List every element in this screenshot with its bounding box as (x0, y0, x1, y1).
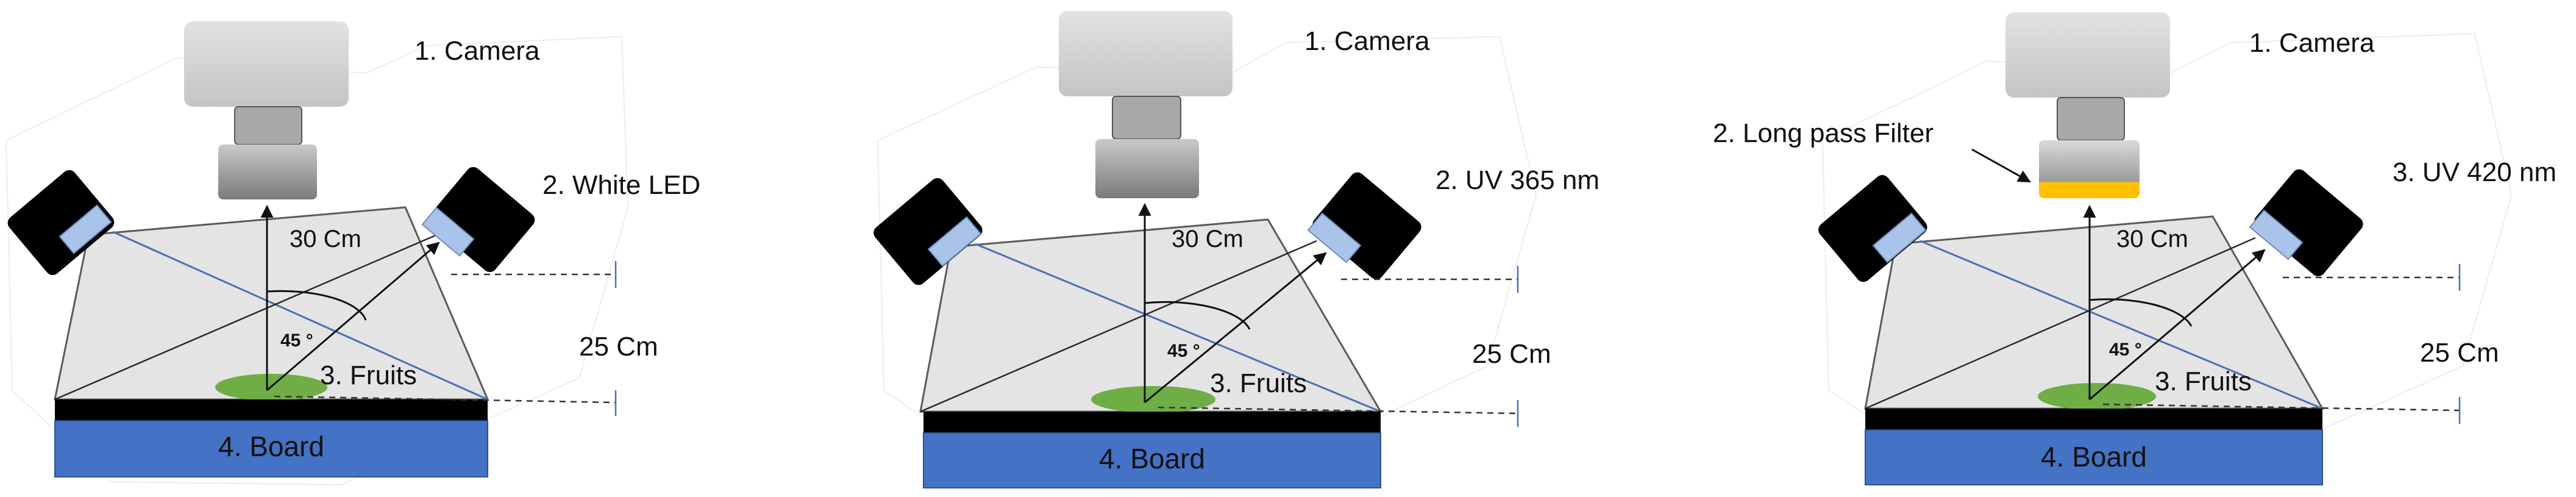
light-label: 2. UV 365 nm (1436, 165, 1599, 195)
distance-label: 30 Cm (2116, 226, 2188, 252)
distance-label: 30 Cm (1172, 226, 1244, 252)
camera-body (1059, 11, 1233, 96)
board (1865, 429, 2323, 485)
angle-arc (2089, 298, 2193, 327)
light-face (1307, 212, 1362, 263)
light-axis-arrow (266, 241, 440, 392)
board-label: 4. Board (1099, 443, 1205, 474)
light-left (7, 170, 115, 276)
camera-label: 1. Camera (415, 36, 540, 66)
light-head (7, 170, 115, 276)
long-pass-filter (2039, 140, 2140, 198)
distance-label: 30 Cm (290, 226, 361, 252)
board-top (1865, 409, 2322, 430)
angle-arc (266, 290, 367, 321)
dimension-line-bottom (1158, 406, 1518, 415)
light-label: 3. UV 420 nm (2393, 157, 2556, 187)
filter-label: 2. Long pass Filter (1713, 118, 1934, 148)
camera-lens (1095, 139, 1199, 198)
dimension-line-bottom (274, 395, 616, 404)
camera-label: 1. Camera (1304, 26, 1430, 56)
board-top (55, 399, 488, 421)
light-head (873, 178, 983, 285)
light-right (421, 166, 535, 273)
angle-arc (1144, 301, 1251, 330)
camera-mount (2057, 97, 2125, 141)
light-right (2249, 169, 2363, 276)
dimension-line-bottom (2102, 403, 2460, 412)
light-face (59, 204, 112, 254)
angle-label: 45 ° (2109, 340, 2142, 360)
light-right (1307, 172, 1421, 279)
light-face (421, 207, 475, 257)
camera-lens (218, 145, 317, 199)
light-axis-arrow (2089, 249, 2266, 401)
light-beam-right (1865, 237, 2256, 410)
light-face (1872, 212, 1927, 263)
board (923, 432, 1381, 488)
camera-mount (1112, 96, 1181, 140)
light-face (927, 216, 982, 267)
light-left (1818, 175, 1927, 282)
light-head (1312, 172, 1421, 279)
light-head (1818, 175, 1927, 282)
board (54, 420, 488, 477)
camera-mount (234, 106, 302, 145)
light-beam-left (1920, 240, 2323, 410)
light-label: 2. White LED (543, 170, 700, 200)
board-label: 4. Board (218, 431, 324, 462)
fruit-label: 3. Fruits (2155, 366, 2252, 396)
width-label: 25 Cm (579, 332, 658, 362)
light-left (873, 178, 983, 285)
light-face (2249, 209, 2304, 260)
light-beam-right (54, 227, 452, 401)
light-axis-arrow (1144, 252, 1327, 404)
light-beam-left (975, 243, 1381, 413)
width-label: 25 Cm (1472, 339, 1551, 369)
panel-uv-420: 4. Board 45 ° 1. Camera 2. Long pass Fil… (1713, 12, 2556, 485)
camera-body (184, 21, 349, 107)
fruit (2038, 383, 2156, 410)
camera-label: 1. Camera (2249, 28, 2375, 58)
board-top (923, 412, 1381, 433)
filter-pointer-arrow (1971, 148, 2031, 183)
fruit (1091, 386, 1215, 413)
panel-uv-365: 4. Board 45 ° 1. Camera 2. UV 365 nm 30 … (873, 11, 1599, 488)
light-beam-left (112, 231, 488, 401)
panel-white-led: 4. Board 45 ° 1. Camera 2. White LED 30 … (5, 21, 700, 486)
board-label: 4. Board (2041, 441, 2147, 473)
fruit-label: 3. Fruits (1210, 368, 1307, 398)
camera-body (2005, 12, 2170, 98)
angle-label: 45 ° (1167, 341, 1200, 361)
light-beam-right (920, 240, 1317, 413)
width-label: 25 Cm (2420, 338, 2499, 368)
light-head (428, 166, 535, 273)
fruit-label: 3. Fruits (320, 360, 417, 390)
light-head (2254, 169, 2363, 276)
angle-label: 45 ° (280, 331, 313, 351)
